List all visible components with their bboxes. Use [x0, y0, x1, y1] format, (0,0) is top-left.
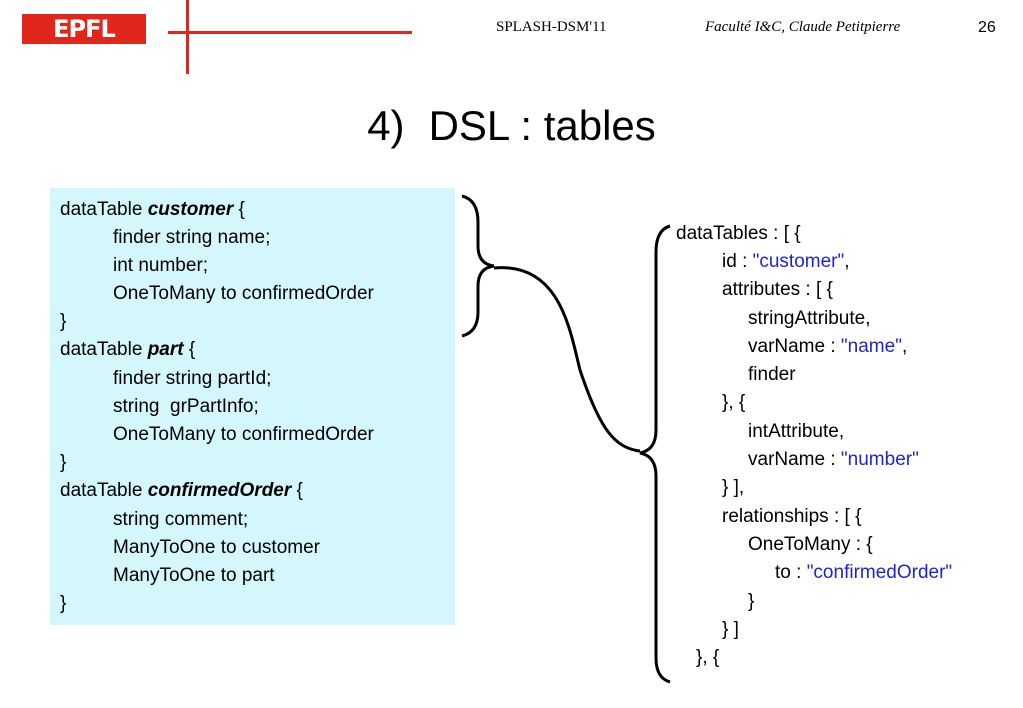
slide-title: 4) DSL : tables [0, 102, 1023, 150]
json-line: } [748, 591, 755, 612]
code-line: } [60, 311, 67, 332]
code-line: int number; [113, 255, 209, 276]
code-line: finder string partId; [113, 368, 272, 389]
header-rule-vertical [186, 0, 189, 74]
json-line: }, { [696, 647, 720, 668]
json-line: dataTables : [ { [676, 223, 801, 244]
json-line: finder [748, 364, 796, 385]
code-line: OneToMany to confirmedOrder [113, 424, 374, 445]
code-line: } [60, 593, 67, 614]
json-line: stringAttribute, [748, 308, 871, 329]
code-line: dataTable part { [60, 339, 196, 360]
code-line: finder string name; [113, 227, 271, 248]
dsl-code-box: dataTable customer { finder string name;… [50, 188, 455, 625]
json-line: OneToMany : { [748, 534, 873, 555]
code-line: OneToMany to confirmedOrder [113, 283, 374, 304]
json-line: varName : "number" [748, 449, 919, 470]
code-line: dataTable confirmedOrder { [60, 480, 303, 501]
author-name: Faculté I&C, Claude Petitpierre [705, 19, 901, 35]
json-line: } ], [722, 477, 745, 498]
course-name: SPLASH-DSM'11 [496, 19, 607, 35]
json-line: id : "customer", [722, 251, 850, 272]
connector-curve [493, 266, 641, 453]
code-line: } [60, 452, 67, 473]
code-line: string comment; [113, 509, 249, 530]
json-line: varName : "name", [748, 336, 908, 357]
large-brace [639, 224, 671, 684]
table-name: confirmedOrder [147, 480, 292, 501]
table-name: customer [147, 199, 234, 220]
table-name: part [147, 339, 184, 360]
small-brace [461, 194, 495, 338]
slide-title-text: DSL : tables [428, 102, 656, 149]
json-line: to : "confirmedOrder" [775, 562, 953, 583]
code-line: dataTable customer { [60, 199, 245, 220]
code-line: ManyToOne to customer [113, 537, 320, 558]
code-line: string grPartInfo; [113, 396, 259, 417]
page-number: 26 [978, 19, 996, 36]
json-line: attributes : [ { [722, 279, 833, 300]
json-line: } ] [722, 619, 739, 640]
header-rule-horizontal [168, 31, 412, 34]
code-line: ManyToOne to part [113, 565, 275, 586]
json-line: intAttribute, [748, 421, 845, 442]
json-line: relationships : [ { [722, 506, 862, 527]
epfl-logo: EPFL [22, 14, 146, 44]
logo-text: EPFL [53, 15, 116, 43]
slide-title-number: 4) [367, 102, 405, 149]
json-line: }, { [722, 392, 746, 413]
